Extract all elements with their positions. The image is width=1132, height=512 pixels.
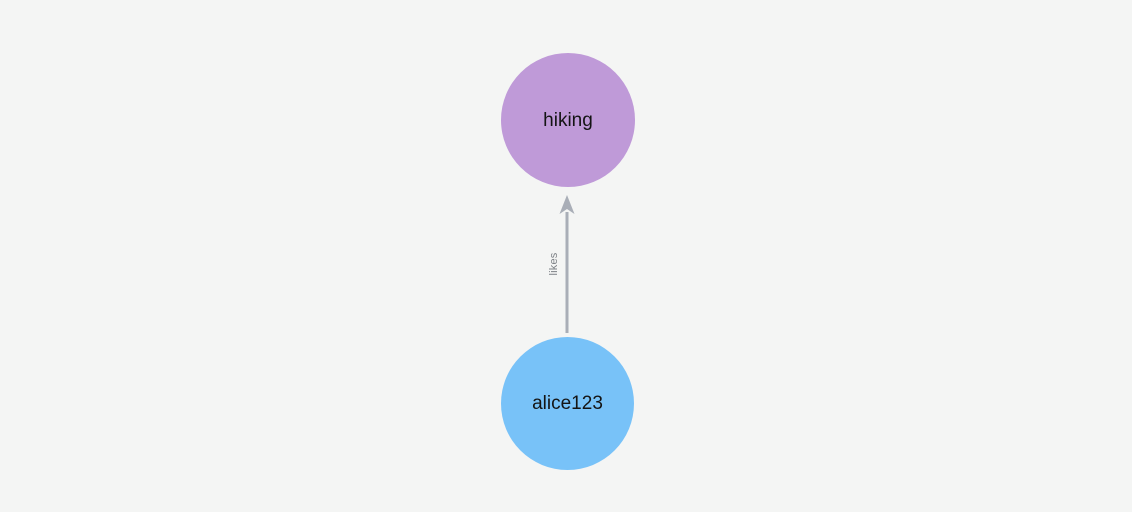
graph-node-hiking[interactable]: hiking bbox=[501, 53, 635, 187]
edge-arrowhead-icon bbox=[559, 195, 575, 214]
graph-node-alice123[interactable]: alice123 bbox=[501, 337, 634, 470]
edge-alice123-likes-hiking[interactable] bbox=[559, 195, 575, 333]
edge-label-likes: likes bbox=[548, 252, 560, 276]
graph-node-label: alice123 bbox=[532, 393, 603, 414]
graph-node-label: hiking bbox=[543, 109, 593, 131]
